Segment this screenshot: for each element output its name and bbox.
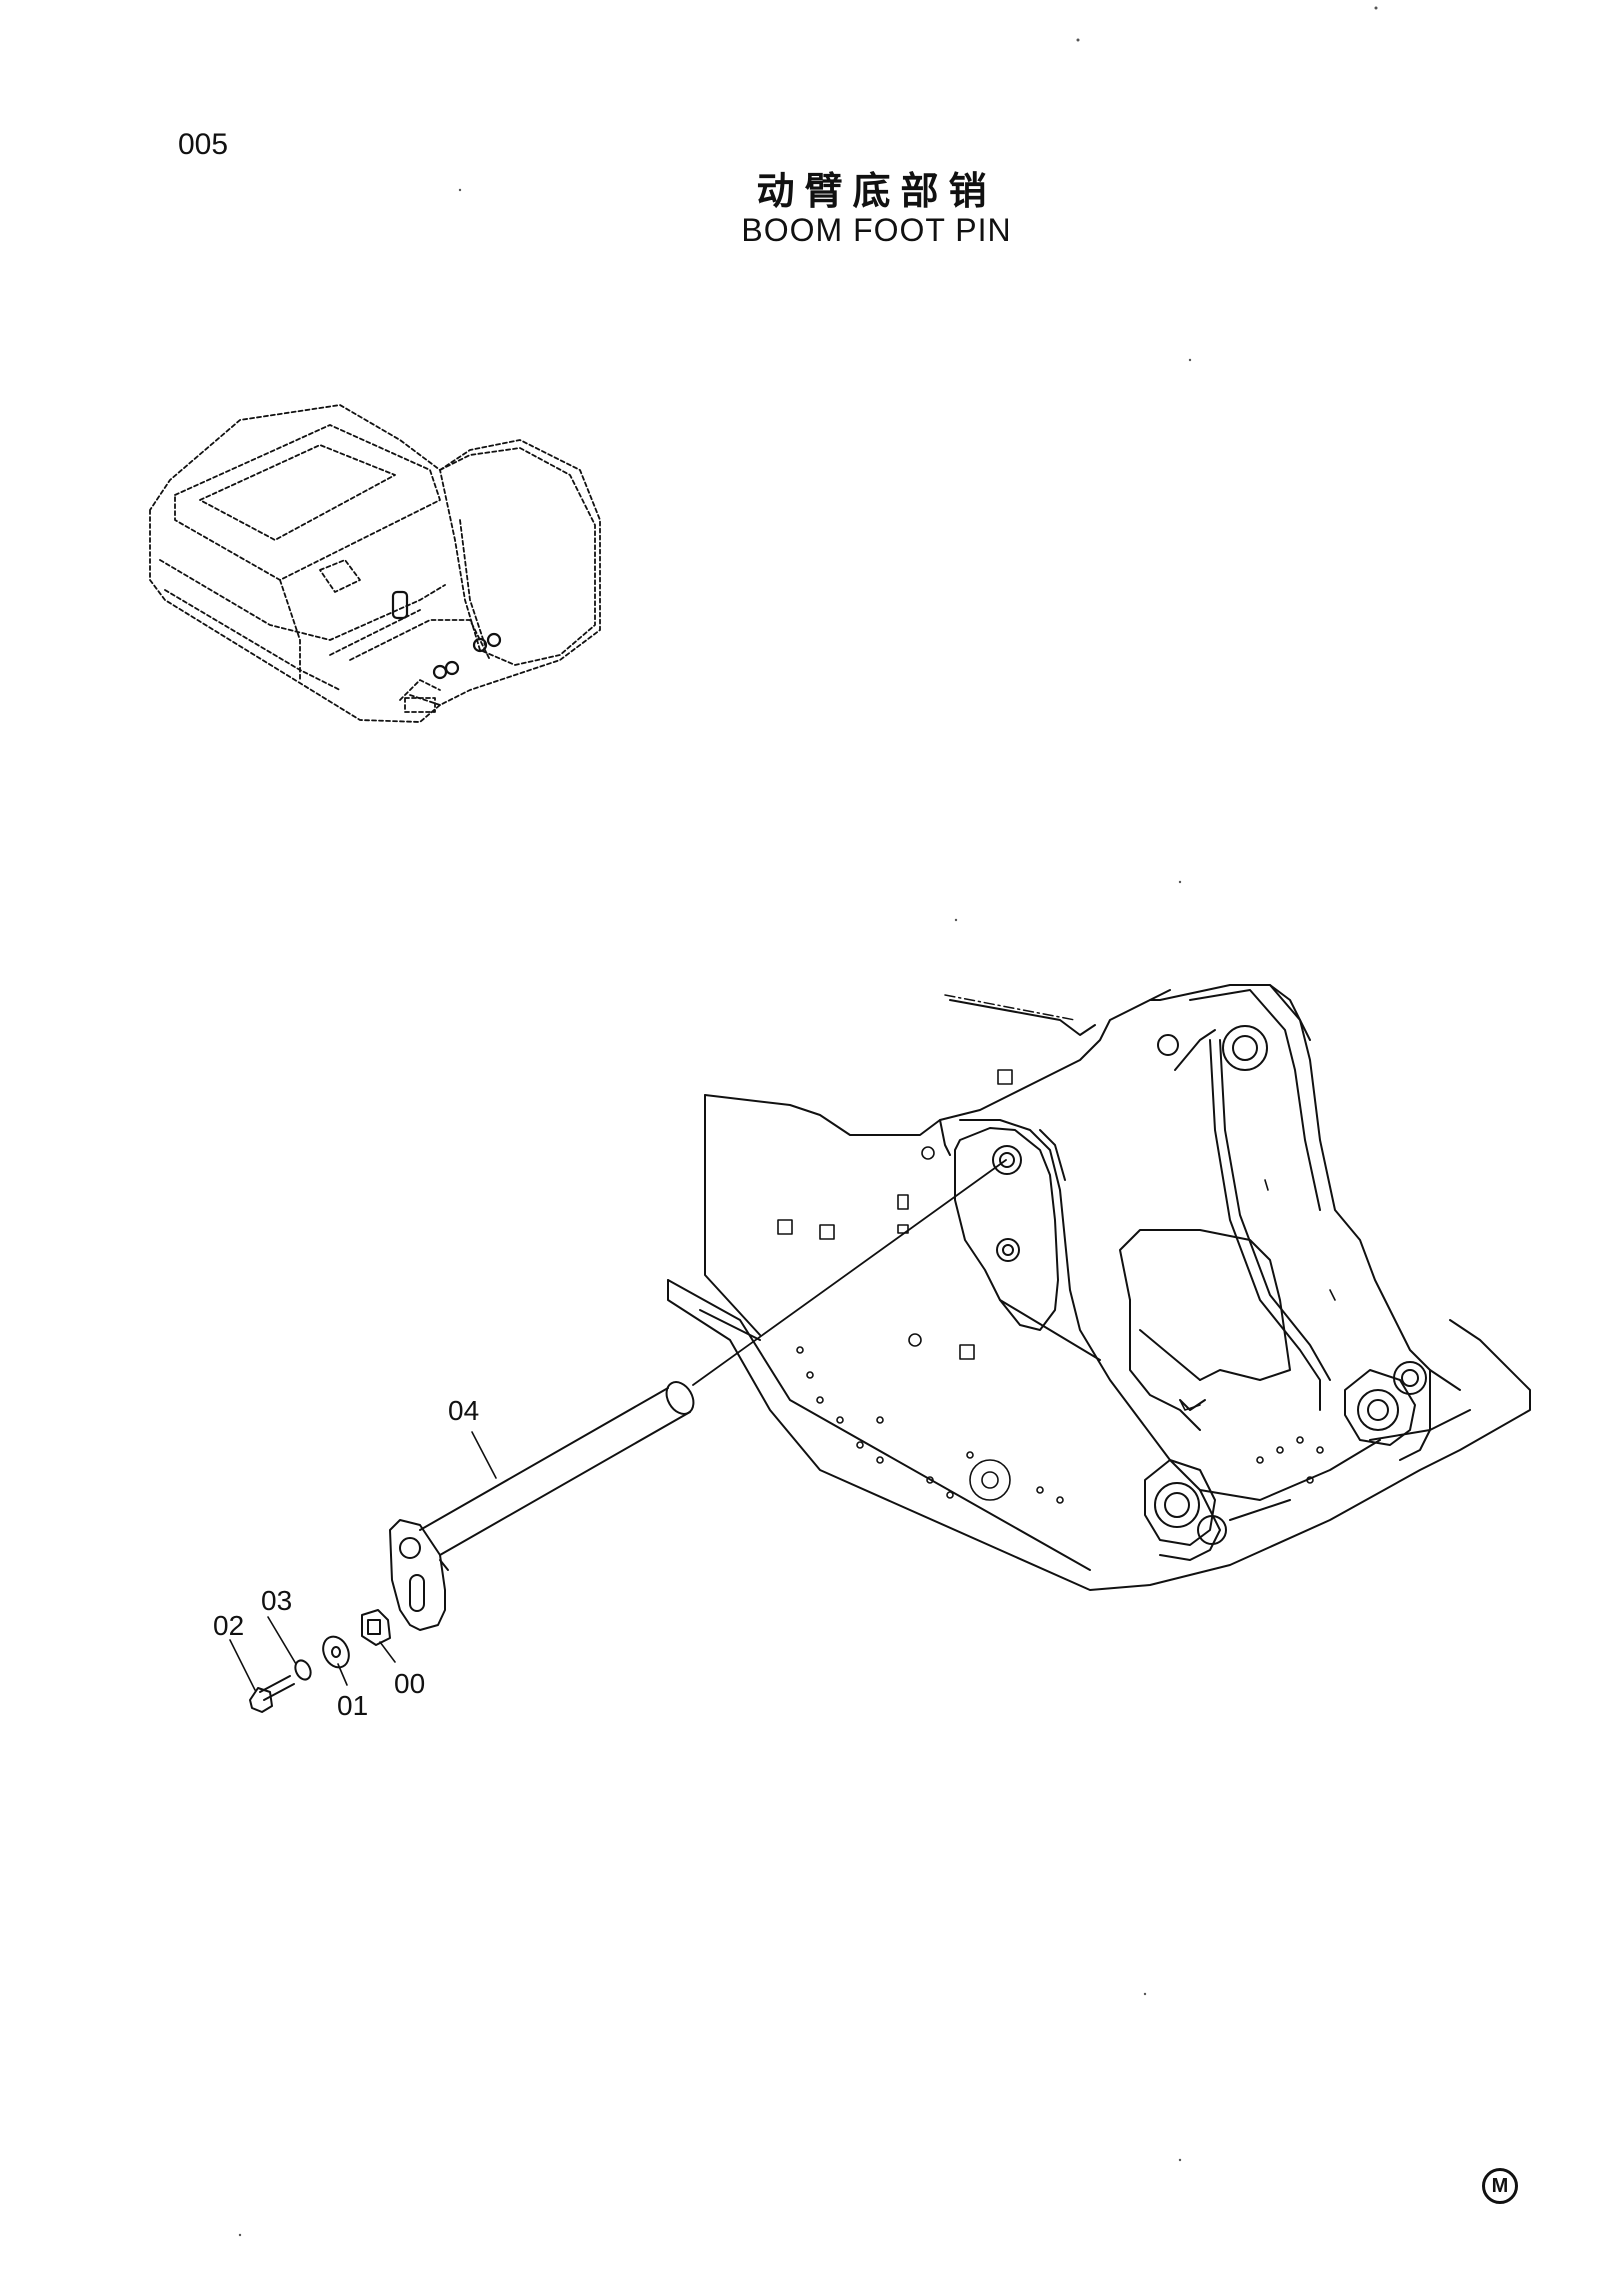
title-english: BOOM FOOT PIN	[741, 212, 1012, 248]
excavator-locator-view	[149, 404, 601, 723]
title-chinese: 动臂底部销	[756, 169, 997, 213]
leader-lines	[229, 1431, 497, 1691]
pin-fasteners	[249, 1609, 391, 1713]
locator-boom-foot-marker	[391, 590, 502, 680]
copyright-mark: M	[1482, 2168, 1518, 2204]
callout-04: 04	[448, 1395, 479, 1426]
boom-foot-pin	[389, 1159, 1007, 1631]
callout-00: 00	[394, 1668, 425, 1699]
frame-holes	[777, 1069, 1336, 1504]
scan-specks	[238, 6, 1378, 2237]
page-number: 005	[178, 128, 229, 161]
boom-foot-lugs	[954, 1025, 1427, 1546]
callout-01: 01	[337, 1690, 368, 1721]
bolt-02	[259, 1675, 295, 1701]
spacer-00	[361, 1609, 391, 1646]
lock-washer-03	[294, 1659, 312, 1681]
callout-02: 02	[213, 1610, 244, 1641]
revolving-frame	[667, 984, 1531, 1591]
callout-03: 03	[261, 1585, 292, 1616]
washer-01	[322, 1635, 350, 1669]
